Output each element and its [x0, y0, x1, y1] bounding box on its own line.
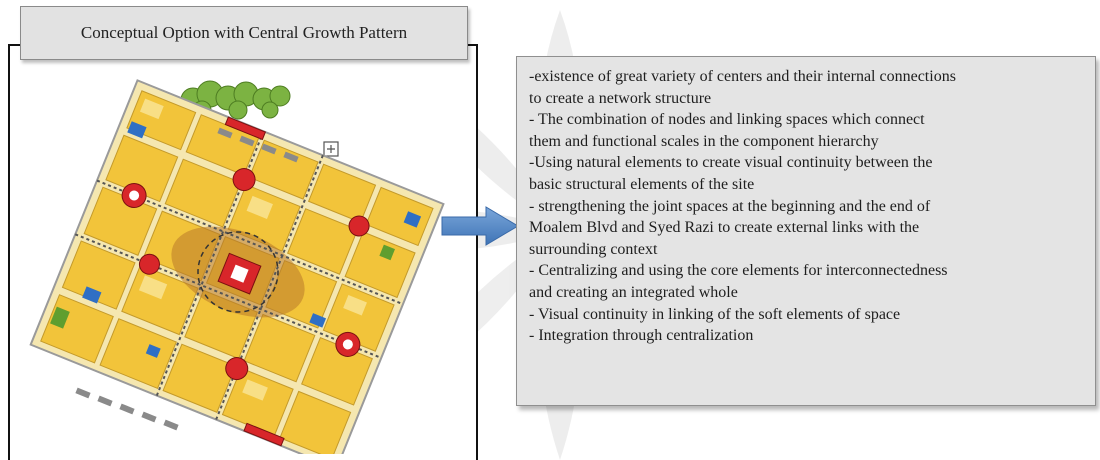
description-line: - Visual continuity in linking of the so… [529, 305, 901, 323]
description-line: Moalem Blvd and Syed Razi to create exte… [529, 219, 920, 237]
street-edges [75, 127, 299, 431]
description-lines: -existence of great variety of centers a… [529, 66, 1087, 347]
description-line: - The combination of nodes and linking s… [529, 111, 925, 129]
site-plan-illustration [29, 79, 445, 454]
description-line: basic structural elements of the site [529, 175, 755, 193]
right-arrow-icon [441, 206, 519, 246]
diagram-title: Conceptual Option with Central Growth Pa… [80, 23, 408, 42]
description-line: to create a network structure [529, 89, 712, 107]
diagram-title-box: Conceptual Option with Central Growth Pa… [20, 6, 468, 60]
description-line: - strengthening the joint spaces at the … [529, 197, 931, 215]
description-line: - Centralizing and using the core elemen… [529, 262, 948, 280]
green-trees [180, 80, 291, 120]
description-line: and creating an integrated whole [529, 283, 738, 301]
site-plan-blocks [29, 79, 445, 454]
description-line: - Integration through centralization [529, 327, 754, 345]
description-line: -Using natural elements to create visual… [529, 154, 933, 172]
description-line: surrounding context [529, 240, 658, 258]
description-line: -existence of great variety of centers a… [529, 68, 956, 85]
description-line: them and functional scales in the compon… [529, 132, 879, 150]
description-box: -existence of great variety of centers a… [516, 56, 1096, 406]
